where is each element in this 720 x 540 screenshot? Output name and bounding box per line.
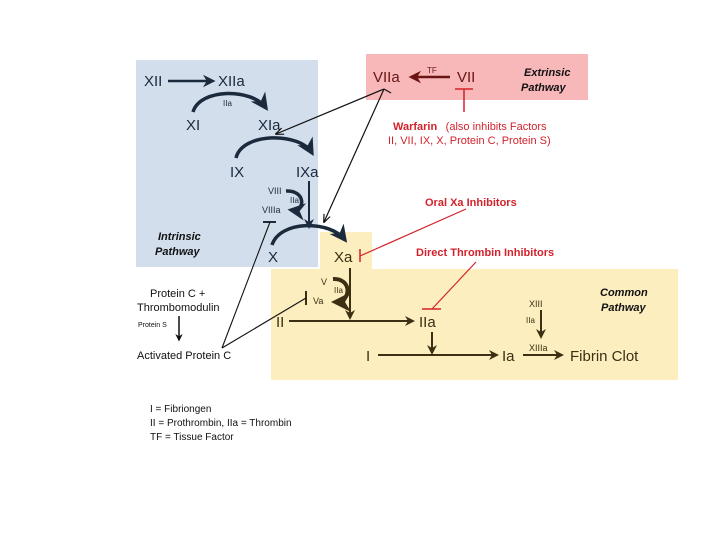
activated-protein-c: Activated Protein C [137, 350, 231, 362]
apc-inhibits-va-line [221, 297, 307, 349]
warfarin-note-2: II, VII, IX, X, Protein C, Protein S) [388, 135, 551, 147]
factor-viiia: VIIIa [262, 205, 281, 215]
factor-xi: XI [186, 117, 200, 134]
legend-line-1: I = Fibriongen [150, 404, 211, 415]
common-pathway-title-line2: Pathway [601, 302, 647, 314]
legend-line-2: II = Prothrombin, IIa = Thrombin [150, 418, 292, 429]
factor-viia: VIIa [373, 69, 400, 86]
factor-iia: IIa [419, 314, 436, 331]
factor-xia: XIa [258, 117, 281, 134]
apc-inhibits-viiia-line [221, 221, 271, 349]
extrinsic-pathway-title-line1: Extrinsic [524, 67, 570, 79]
factor-i: I [366, 348, 370, 365]
factor-ix: IX [230, 164, 244, 181]
catalyst-iia-2: IIa [290, 196, 299, 205]
common-pathway-title-line1: Common [600, 287, 648, 299]
common-pathway-box [271, 269, 678, 380]
arc-ix-to-ixa [234, 136, 314, 159]
factor-va: Va [313, 296, 323, 306]
factor-xiia: XIIa [218, 73, 245, 90]
factor-ii: II [276, 314, 284, 331]
factor-v: V [321, 277, 327, 287]
warfarin-note-1: (also inhibits Factors [446, 121, 547, 133]
catalyst-iia-1: IIa [223, 99, 232, 108]
factor-x: X [268, 249, 278, 266]
dti-inhibition-line [431, 261, 477, 310]
arc-x-to-xa [270, 223, 348, 246]
arc-v-to-va [331, 276, 352, 312]
arc-viii-to-viiia [285, 189, 307, 221]
warfarin-name: Warfarin [393, 121, 437, 133]
protein-c-thrombomodulin-line1: Protein C + [150, 288, 205, 300]
extrinsic-pathway-box [366, 54, 588, 100]
factor-xiiia: XIIIa [529, 343, 548, 353]
tissue-factor-label: TF [427, 66, 437, 75]
direct-thrombin-inhibitors-label: Direct Thrombin Inhibitors [416, 247, 554, 259]
arc-xi-to-xia [191, 91, 269, 113]
viia-fork-connector [383, 88, 392, 94]
extrinsic-pathway-title-line2: Pathway [521, 82, 567, 94]
factor-xii: XII [144, 73, 162, 90]
factor-viii: VIII [268, 186, 282, 196]
intrinsic-pathway-title-line2: Pathway [155, 246, 201, 258]
factor-ia: Ia [502, 348, 515, 365]
legend-line-3: TF = Tissue Factor [150, 432, 234, 443]
protein-s-cofactor: Protein S [138, 322, 167, 329]
catalyst-iia-3: IIa [334, 286, 343, 295]
factor-xa: Xa [334, 249, 353, 266]
oral-xa-inhibitors-label: Oral Xa Inhibitors [425, 197, 517, 209]
arrow-viia-to-ix [276, 88, 385, 134]
factor-xiii: XIII [529, 299, 543, 309]
factor-vii: VII [457, 69, 475, 86]
protein-c-thrombomodulin-line2: Thrombomodulin [137, 302, 220, 314]
arrow-viia-to-x [324, 88, 385, 222]
warfarin-label: Warfarin (also inhibits Factors [393, 117, 547, 134]
catalyst-iia-4: IIa [526, 316, 535, 325]
fibrin-clot: Fibrin Clot [570, 348, 639, 365]
factor-ixa: IXa [296, 164, 319, 181]
intrinsic-pathway-title-line1: Intrinsic [158, 231, 201, 243]
oral-xa-inhibition-line [359, 208, 467, 257]
